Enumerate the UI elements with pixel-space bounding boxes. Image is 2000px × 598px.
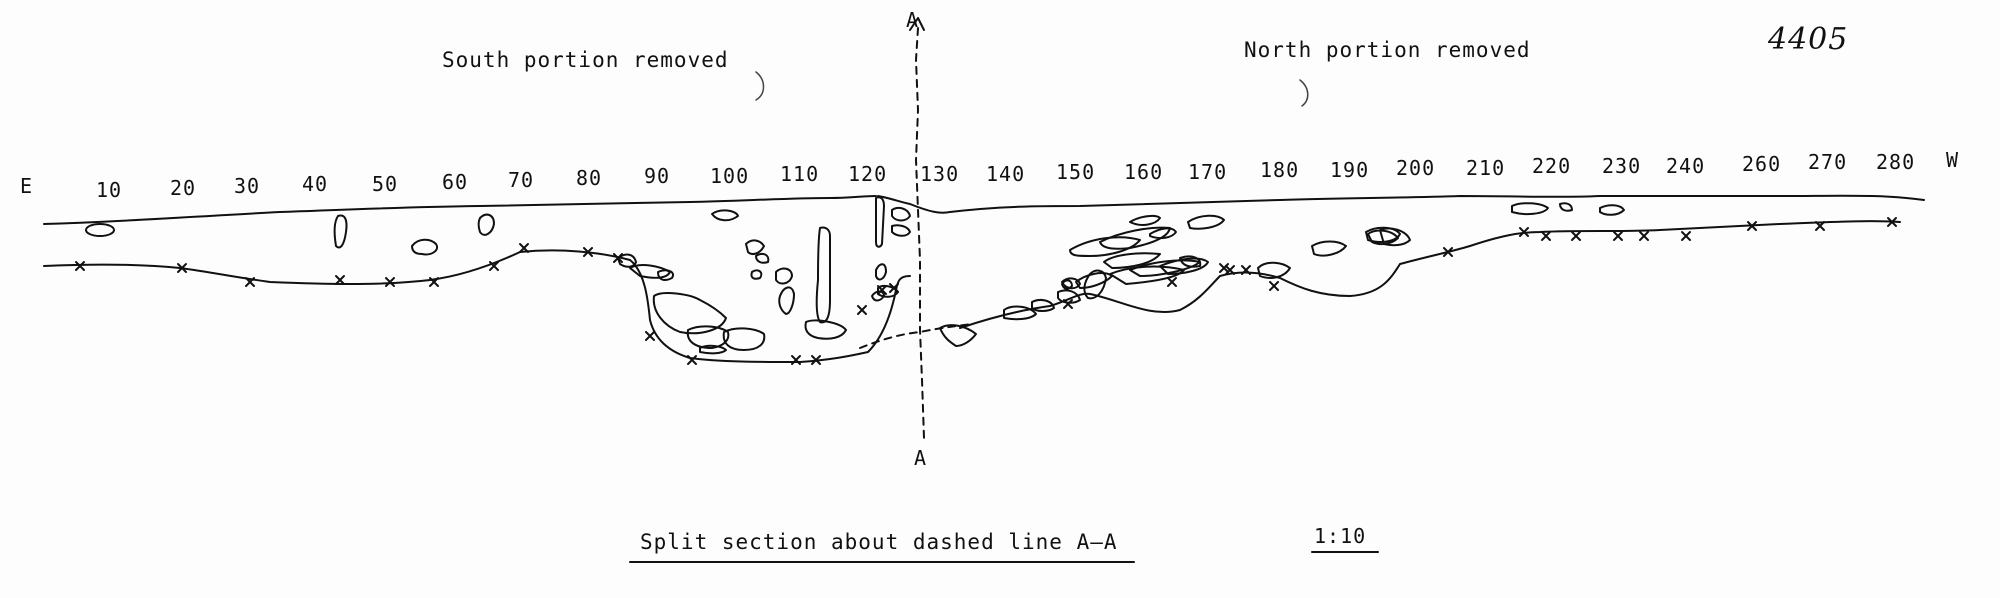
tick-label: 130 [920, 162, 960, 186]
tick-label: 40 [302, 172, 329, 196]
west-marker: W [1946, 148, 1960, 172]
tick-label: 30 [234, 174, 261, 198]
tick-label: 280 [1876, 150, 1916, 174]
tick-label: 100 [710, 164, 750, 188]
caption: Split section about dashed line A–A [640, 530, 1118, 554]
tick-label: 170 [1188, 160, 1228, 184]
scale-label: 1:10 [1314, 524, 1367, 548]
tick-label: 220 [1532, 154, 1572, 178]
tick-label: 260 [1742, 152, 1782, 176]
south-portion-label: South portion removed [442, 48, 729, 72]
stones [85, 196, 1625, 355]
tick-label: 110 [780, 162, 820, 186]
sheet-number: 4405 [1768, 22, 1849, 57]
tick-label: 200 [1396, 156, 1436, 180]
cut-line-crosses [75, 217, 1897, 365]
tick-label: 180 [1260, 158, 1300, 182]
tick-label: 270 [1808, 150, 1848, 174]
cut-line-south [43, 249, 911, 363]
tick-label: 20 [170, 176, 197, 200]
arrow-head [909, 17, 925, 31]
tick-label: 120 [848, 162, 888, 186]
tick-label: 60 [442, 170, 469, 194]
cut-line-split-dashed [859, 323, 973, 349]
ground-surface-line [43, 194, 1925, 225]
tick-label: 50 [372, 172, 399, 196]
east-marker: E [20, 174, 34, 198]
tick-label: 160 [1124, 160, 1164, 184]
cut-line-north [959, 220, 1901, 329]
tick-label: 240 [1666, 154, 1706, 178]
section-marker-top: A [906, 8, 920, 32]
crease-mark [755, 71, 765, 101]
tick-label: 150 [1056, 160, 1096, 184]
crease-mark [1299, 79, 1309, 107]
tick-label: 190 [1330, 158, 1370, 182]
section-marker-bottom: A [914, 446, 928, 470]
north-portion-label: North portion removed [1244, 38, 1531, 62]
tick-label: 210 [1466, 156, 1506, 180]
split-line-a-a [915, 27, 925, 439]
tick-label: 90 [644, 164, 671, 188]
tick-label: 140 [986, 162, 1026, 186]
tick-label: 230 [1602, 154, 1642, 178]
tick-label: 10 [96, 178, 123, 202]
tick-label: 80 [576, 166, 603, 190]
tick-label: 70 [508, 168, 535, 192]
